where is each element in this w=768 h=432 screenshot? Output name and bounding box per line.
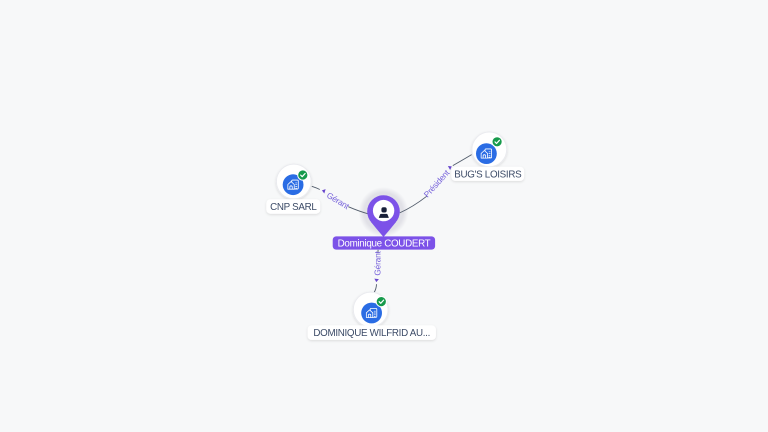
svg-text:Gérant: Gérant bbox=[325, 190, 352, 211]
svg-text:DOMINIQUE WILFRID AU...: DOMINIQUE WILFRID AU... bbox=[313, 328, 430, 339]
svg-text:Gérant: Gérant bbox=[373, 251, 383, 276]
svg-text:Dominique COUDERT: Dominique COUDERT bbox=[338, 239, 431, 250]
svg-text:BUG'S LOISIRS: BUG'S LOISIRS bbox=[454, 169, 522, 180]
svg-text:Président: Président bbox=[422, 167, 452, 199]
svg-text:CNP SARL: CNP SARL bbox=[270, 202, 317, 213]
